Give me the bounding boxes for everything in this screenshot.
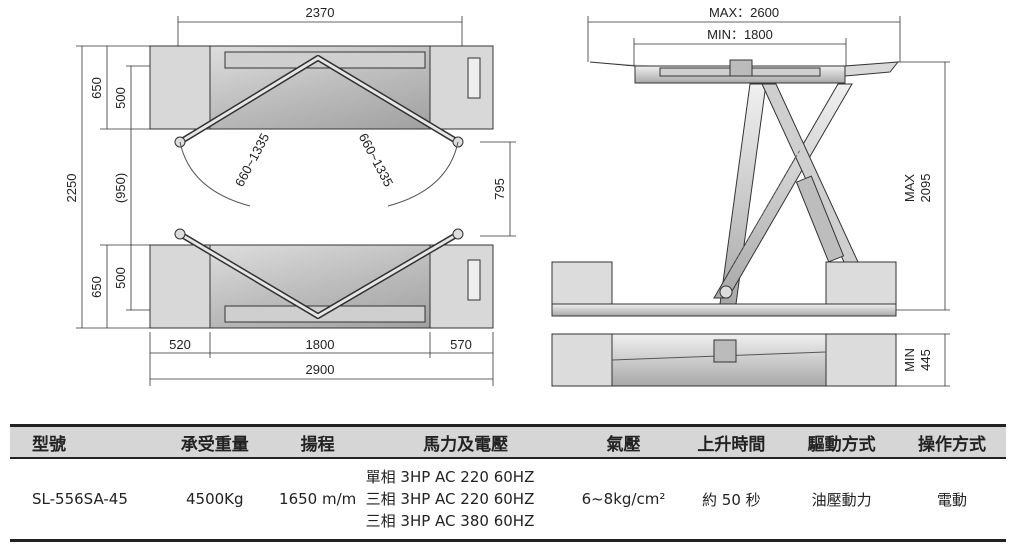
plan-dimension-lines: [76, 16, 516, 386]
dim-bottom-platform-outer: 650: [89, 276, 104, 298]
scissor-arm-c: [761, 83, 859, 263]
dim-center-segment: 1800: [306, 337, 335, 352]
cell-model: SL-556SA-45: [10, 458, 156, 542]
cell-rise-time: 約 50 秒: [677, 458, 786, 542]
dim-overall-length: 2900: [306, 362, 335, 377]
dim-max-height-value: 2095: [918, 174, 933, 203]
header-model: 型號: [10, 424, 156, 459]
hydraulic-cylinder: [795, 175, 845, 263]
header-lift-height: 揚程: [273, 424, 362, 459]
bottom-platform-ramp-left: [149, 244, 211, 329]
dim-min-length: MIN：1800: [707, 27, 773, 42]
cell-drive: 油壓動力: [785, 458, 899, 542]
dim-left-segment: 520: [169, 337, 191, 352]
top-platform-ramp-right: [429, 45, 494, 130]
dim-arm-right: 660~1335: [356, 131, 397, 189]
cell-power: 單相 3HP AC 220 60HZ 三相 3HP AC 220 60HZ 三相…: [361, 458, 570, 542]
spec-table: 型號 承受重量 揚程 馬力及電壓 氣壓 上升時間 驅動方式 操作方式 SL-55…: [10, 424, 1006, 542]
header-operation: 操作方式: [898, 424, 1006, 459]
dim-gap: (950): [113, 173, 128, 203]
dim-max-length: MAX：2600: [709, 5, 779, 20]
cell-lift-height: 1650 m/m: [273, 458, 362, 542]
power-line-2: 三相 3HP AC 220 60HZ: [365, 490, 535, 508]
header-power: 馬力及電壓: [361, 424, 570, 459]
power-line-1: 單相 3HP AC 220 60HZ: [365, 468, 535, 486]
dim-total-height: 2250: [64, 174, 79, 203]
header-air-pressure: 氣壓: [569, 424, 678, 459]
cell-operation: 電動: [898, 458, 1006, 542]
dim-min-height-label: MIN: [902, 348, 917, 372]
side-base: [551, 303, 897, 317]
cell-air-pressure: 6~8kg/cm²: [569, 458, 678, 542]
dim-top-platform-inner: 500: [113, 87, 128, 109]
dim-min-height-value: 445: [918, 349, 933, 371]
header-rise-time: 上升時間: [677, 424, 786, 459]
header-drive: 驅動方式: [785, 424, 899, 459]
side-view: [551, 59, 900, 387]
dim-right-segment: 570: [450, 337, 472, 352]
dim-max-height-label: MAX: [902, 174, 917, 203]
header-capacity: 承受重量: [155, 424, 274, 459]
side-dimension-lines: [587, 16, 950, 387]
plan-view: [149, 45, 494, 329]
dim-inner-gap: 795: [492, 178, 507, 200]
dim-arm-left: 660~1335: [232, 131, 273, 189]
cell-capacity: 4500Kg: [155, 458, 274, 542]
dim-bottom-platform-inner: 500: [113, 267, 128, 289]
technical-drawing: 2370 2250 650 500 (950) 650 500 660~1335…: [64, 5, 950, 387]
top-platform-ramp-left: [149, 45, 211, 130]
dim-total-width: 2370: [306, 5, 335, 20]
dim-top-platform-outer: 650: [89, 77, 104, 99]
bottom-platform-ramp-right: [429, 244, 494, 329]
spec-table-row: SL-556SA-45 4500Kg 1650 m/m 單相 3HP AC 22…: [10, 458, 1006, 542]
spec-table-header-row: 型號 承受重量 揚程 馬力及電壓 氣壓 上升時間 驅動方式 操作方式: [10, 424, 1006, 459]
power-line-3: 三相 3HP AC 380 60HZ: [365, 512, 535, 530]
